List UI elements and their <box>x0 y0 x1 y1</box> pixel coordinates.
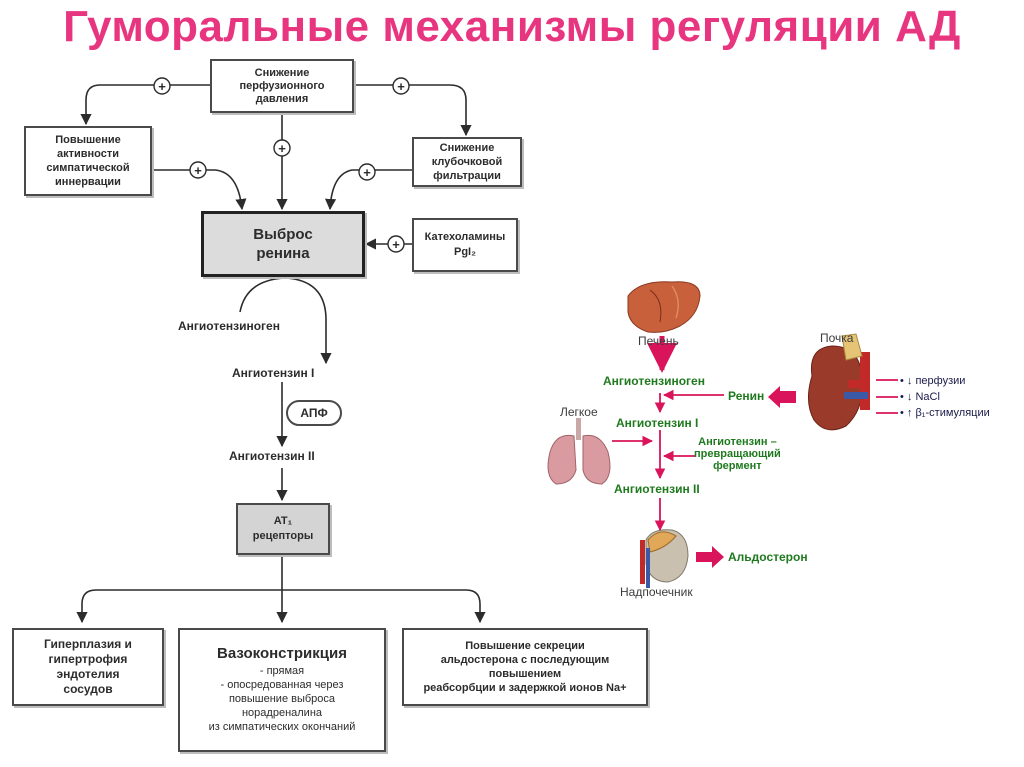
plus-sign-text: + <box>194 163 202 178</box>
arrow-to-hyperplasia <box>76 589 97 624</box>
angiotensin2-label: Ангиотензин II <box>229 449 315 463</box>
arrow-kidney-to-renin <box>768 386 796 408</box>
hyperplasia-box: Гиперплазия и гипертрофия эндотелия сосу… <box>12 628 164 706</box>
renin-release-box: Выброс ренина <box>201 211 365 277</box>
catecholamines-box: Катехоламины PgI₂ <box>412 218 518 272</box>
adrenal-icon <box>640 529 689 588</box>
plus-perf-renin: + <box>273 139 291 157</box>
plus-perf-symp: + <box>153 77 171 95</box>
plus-symp-renin: + <box>189 161 207 179</box>
aldosterone-secretion-box: Повышение секреции альдостерона с послед… <box>402 628 648 706</box>
arrow-perfusion-to-sympathetic <box>80 84 210 126</box>
lung-label: Легкое <box>560 405 598 419</box>
plus-sign-text: + <box>392 237 400 252</box>
liver-icon <box>627 281 701 333</box>
r-angiotensin2-label: Ангиотензин II <box>614 482 700 496</box>
plus-sign-text: + <box>278 141 286 156</box>
kidney-stimuli-list: • ↓ перфузии • ↓ NaCl • ↑ β₁-стимуляции <box>900 375 990 419</box>
r-angiotensinogen-label: Ангиотензиноген <box>603 374 705 388</box>
kidney-label: Почка <box>820 331 854 345</box>
angiotensin1-label: Ангиотензин I <box>232 366 315 380</box>
adrenal-label: Надпочечник <box>620 585 693 599</box>
plus-sign-text: + <box>158 79 166 94</box>
perfusion-drop-box: Снижение перфузионного давления <box>210 59 354 113</box>
r-renin-label: Ренин <box>728 389 765 403</box>
lung-icon <box>547 418 611 485</box>
arrow-glomerular-to-renin <box>324 169 412 211</box>
glomerular-box: Снижение клубочковой фильтрации <box>412 137 522 187</box>
liver-label: Печень <box>638 334 679 348</box>
vasoconstriction-box: Вазоконстрикция - прямая - опосредованна… <box>178 628 386 752</box>
sympathetic-box: Повышение активности симпатической иннер… <box>24 126 152 196</box>
plus-sign-text: + <box>363 165 371 180</box>
r-aldosterone-label: Альдостерон <box>728 550 808 564</box>
at1-receptors-box: AT₁ рецепторы <box>236 503 330 555</box>
plus-glom-renin: + <box>358 163 376 181</box>
angiotensinogen-label: Ангиотензиноген <box>178 319 280 333</box>
arrow-to-aldosterone-secretion <box>465 589 486 624</box>
kidney-icon <box>808 333 870 431</box>
r-angiotensin1-label: Ангиотензин I <box>616 416 699 430</box>
plus-sign-text: + <box>397 79 405 94</box>
page-title: Гуморальные механизмы регуляции АД <box>63 2 961 51</box>
plus-cat-renin: + <box>387 235 405 253</box>
r-ace-label: Ангиотензин – превращающий фермент <box>694 436 781 472</box>
ace-oval: АПФ <box>286 400 342 426</box>
renin-curve-arrow <box>239 277 332 365</box>
plus-perf-glom: + <box>392 77 410 95</box>
arrow-perfusion-to-glomerular <box>354 84 472 137</box>
arrow-adrenal-to-aldosterone <box>696 546 724 568</box>
arrow-sympathetic-to-renin <box>152 169 247 211</box>
